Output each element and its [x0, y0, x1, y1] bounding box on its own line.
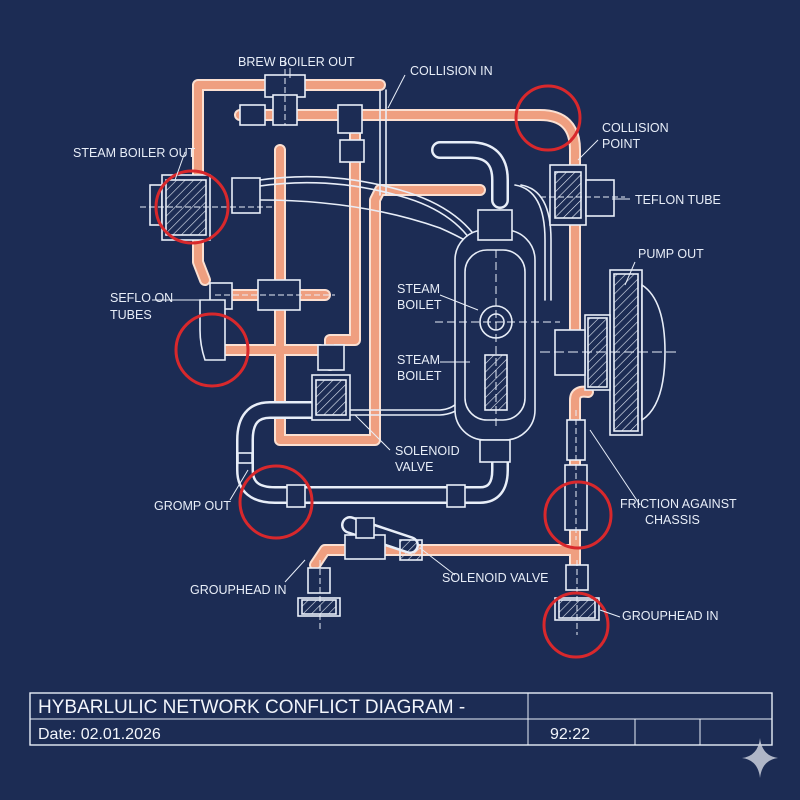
leader-lines [152, 68, 641, 618]
steam-boiler [435, 209, 560, 463]
label-steam-boilet-2b: BOILET [397, 369, 442, 383]
label-pump-out: PUMP OUT [638, 247, 704, 261]
label-teflon-tube: TEFLON TUBE [635, 193, 721, 207]
label-steam-boilet-2a: STEAM [397, 353, 440, 367]
label-collision-point-1: COLLISION [602, 121, 669, 135]
title-block-title: HYBARLULIC NETWORK CONFLICT DIAGRAM - [38, 697, 465, 718]
conflict-marker [238, 464, 314, 540]
label-solenoid-valve-bottom: SOLENOID VALVE [442, 571, 549, 585]
label-grouphead-in-right: GROUPHEAD IN [622, 609, 719, 623]
conflict-marker [514, 84, 582, 152]
conflict-markers [154, 84, 613, 659]
conflict-marker [154, 169, 230, 245]
label-solenoid-valve-a: SOLENOID [395, 444, 460, 458]
label-steam-boilet-1b: BOILET [397, 298, 442, 312]
label-steam-boiler-out: STEAM BOILER OUT [73, 146, 196, 160]
label-grouphead-in-left: GROUPHEAD IN [190, 583, 287, 597]
conflict-marker [542, 591, 610, 659]
title-block: HYBARLULIC NETWORK CONFLICT DIAGRAM - Da… [29, 692, 773, 746]
label-friction-1: FRICTION AGAINST [620, 497, 737, 511]
label-solenoid-valve-b: VALVE [395, 460, 433, 474]
conflict-marker [174, 312, 250, 388]
labels: BREW BOILER OUT COLLISION IN STEAM BOILE… [73, 55, 737, 623]
label-seflo-2: TUBES [110, 308, 152, 322]
label-collision-in: COLLISION IN [410, 64, 493, 78]
label-steam-boilet-1a: STEAM [397, 282, 440, 296]
label-collision-point-2: POINT [602, 137, 641, 151]
title-block-date: Date: 02.01.2026 [38, 726, 161, 743]
sparkle-icon [742, 738, 778, 778]
label-brew-boiler-out: BREW BOILER OUT [238, 55, 355, 69]
label-seflo-1: SEFLO ON [110, 291, 173, 305]
pump [540, 269, 680, 436]
label-gromp-out: GROMP OUT [154, 499, 231, 513]
conflict-marker [543, 480, 613, 550]
label-friction-2: CHASSIS [645, 513, 700, 527]
title-block-code: 92:22 [550, 726, 590, 743]
